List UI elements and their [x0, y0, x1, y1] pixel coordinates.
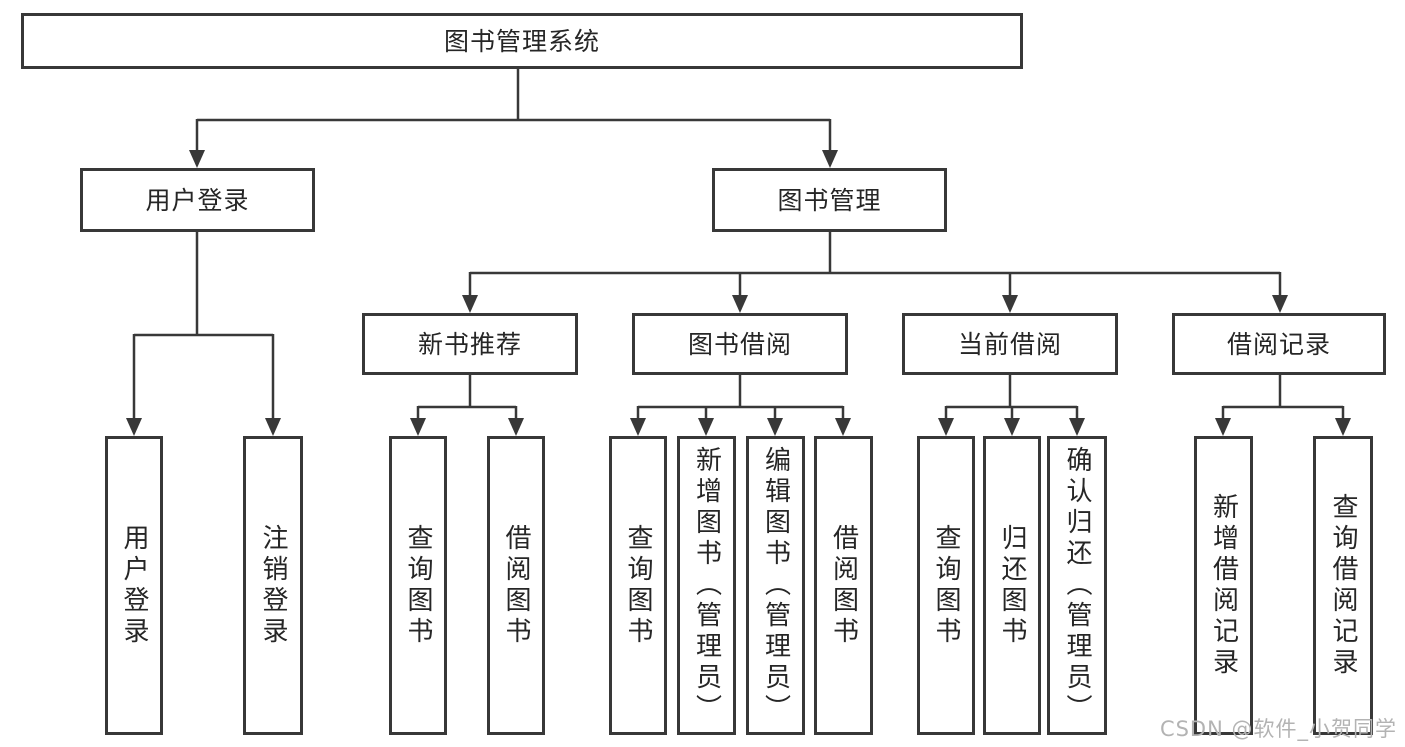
node-label: 查询图书: [931, 523, 961, 648]
node-label: 新书推荐: [417, 329, 522, 359]
node-leaf-bb-edit: 编辑图书（管理员）: [746, 436, 805, 735]
node-label: 归还图书: [997, 523, 1027, 648]
arrowhead-down-icon: [1272, 295, 1288, 313]
node-label: 当前借阅: [957, 329, 1062, 359]
arrowhead-down-icon: [835, 418, 851, 436]
node-leaf-nbr-borrow: 借阅图书: [487, 436, 545, 735]
node-leaf-logout: 注销登录: [243, 436, 303, 735]
node-label: 确认归还（管理员）: [1062, 446, 1092, 725]
arrowhead-down-icon: [630, 418, 646, 436]
arrowhead-down-icon: [265, 418, 281, 436]
node-label: 用户登录: [145, 185, 250, 215]
node-leaf-cb-query: 查询图书: [917, 436, 975, 735]
arrowhead-down-icon: [938, 418, 954, 436]
node-leaf-br-add: 新增借阅记录: [1194, 436, 1253, 735]
node-leaf-bb-query: 查询图书: [609, 436, 667, 735]
node-label: 借阅图书: [828, 523, 859, 648]
arrowhead-down-icon: [1215, 418, 1231, 436]
arrowhead-down-icon: [767, 418, 783, 436]
node-leaf-user-login: 用户登录: [105, 436, 163, 735]
node-label: 图书管理: [777, 185, 882, 215]
arrowhead-down-icon: [508, 418, 524, 436]
arrowhead-down-icon: [126, 418, 142, 436]
node-root: 图书管理系统: [21, 13, 1023, 69]
node-book-borrow: 图书借阅: [632, 313, 848, 375]
node-label: 图书借阅: [687, 329, 792, 359]
watermark: CSDN @软件_小贺同学: [1159, 717, 1397, 741]
arrowhead-down-icon: [1002, 295, 1018, 313]
arrowhead-down-icon: [462, 295, 478, 313]
node-label: 编辑图书（管理员）: [760, 446, 791, 725]
arrowhead-down-icon: [822, 150, 838, 168]
node-leaf-cb-confirm: 确认归还（管理员）: [1047, 436, 1107, 735]
node-leaf-bb-borrow: 借阅图书: [814, 436, 873, 735]
node-label: 用户登录: [119, 523, 149, 648]
node-leaf-br-query: 查询借阅记录: [1313, 436, 1373, 735]
node-book-mgmt: 图书管理: [712, 168, 947, 232]
node-label: 注销登录: [258, 523, 288, 648]
node-new-book-rec: 新书推荐: [362, 313, 578, 375]
arrowhead-down-icon: [1004, 418, 1020, 436]
node-current-borrow: 当前借阅: [902, 313, 1118, 375]
node-leaf-nbr-query: 查询图书: [389, 436, 447, 735]
node-label: 查询借阅记录: [1328, 492, 1358, 679]
node-label: 新增图书（管理员）: [691, 446, 722, 725]
node-leaf-cb-return: 归还图书: [983, 436, 1041, 735]
node-label: 新增借阅记录: [1208, 492, 1239, 679]
node-label: 图书管理系统: [443, 26, 600, 56]
node-label: 查询图书: [623, 523, 653, 648]
arrowhead-down-icon: [732, 295, 748, 313]
arrowhead-down-icon: [410, 418, 426, 436]
node-label: 查询图书: [403, 523, 433, 648]
arrowhead-down-icon: [698, 418, 714, 436]
node-label: 借阅记录: [1226, 329, 1331, 359]
node-user-login: 用户登录: [80, 168, 315, 232]
node-borrow-records: 借阅记录: [1172, 313, 1386, 375]
arrowhead-down-icon: [1335, 418, 1351, 436]
arrowhead-down-icon: [1069, 418, 1085, 436]
node-label: 借阅图书: [501, 523, 531, 648]
node-leaf-bb-add: 新增图书（管理员）: [677, 436, 736, 735]
arrowhead-down-icon: [189, 150, 205, 168]
